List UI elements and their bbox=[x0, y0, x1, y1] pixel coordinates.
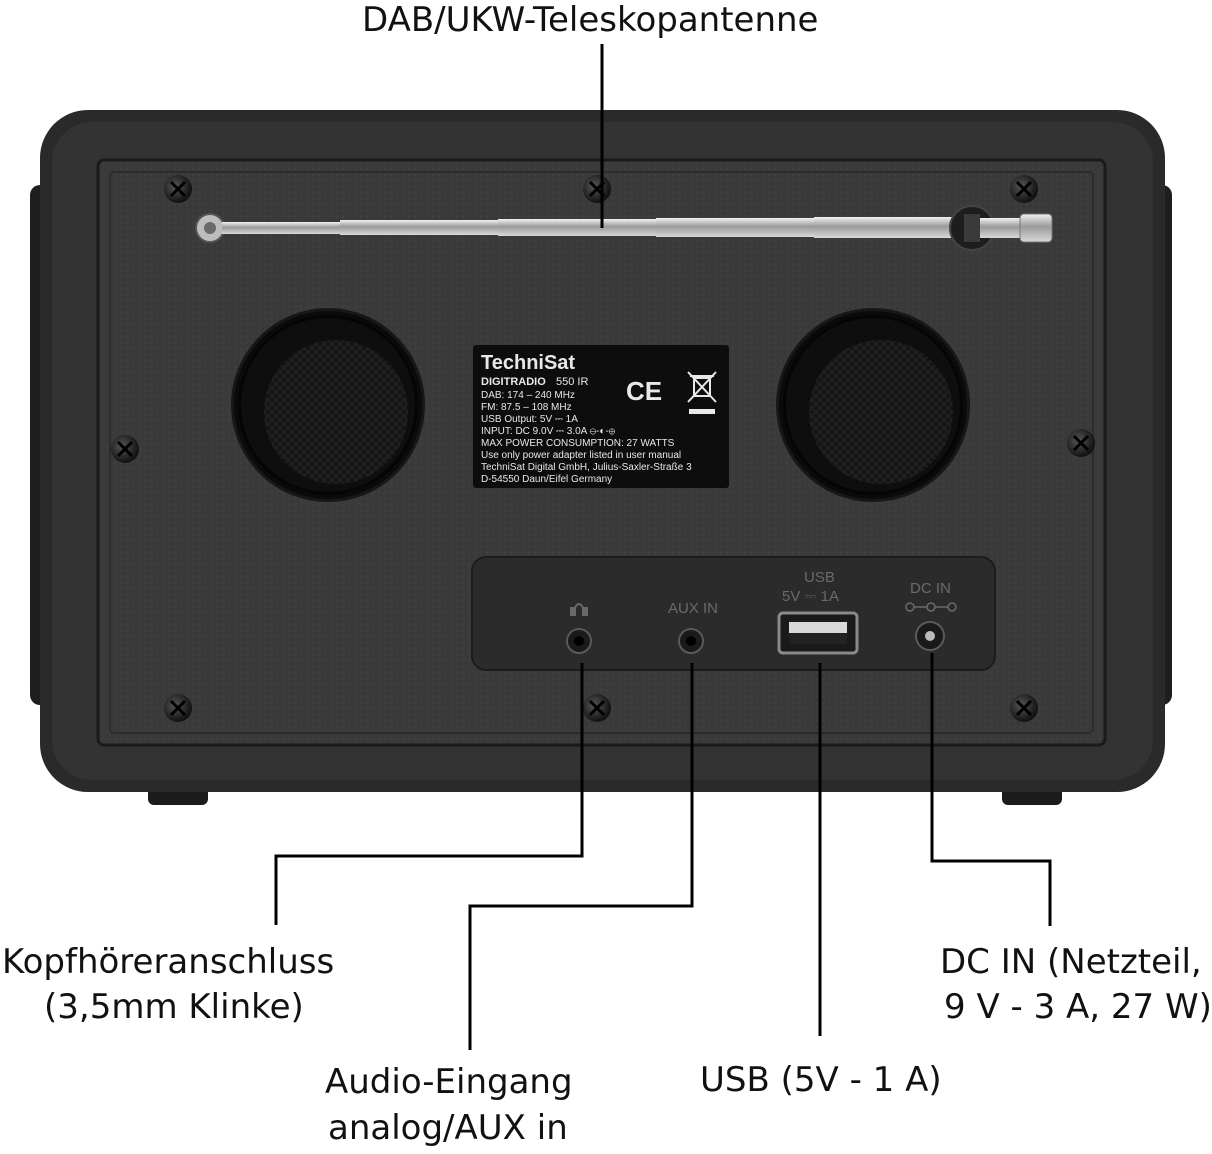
callout-dc-line1: DC IN (Netzteil, bbox=[940, 942, 1202, 982]
dc-in-label: DC IN bbox=[910, 580, 951, 597]
usb-port[interactable] bbox=[777, 611, 859, 655]
leader-line-headphone bbox=[274, 663, 584, 925]
callout-headphone-line2: (3,5mm Klinke) bbox=[44, 987, 304, 1027]
callout-headphone-line1: Kopfhöreranschluss bbox=[2, 942, 335, 982]
model-name: DIGITRADIO bbox=[481, 376, 546, 388]
polarity-icon bbox=[905, 602, 957, 612]
spec-line: Use only power adapter listed in user ma… bbox=[481, 450, 681, 461]
telescopic-antenna[interactable] bbox=[195, 205, 1053, 251]
leader-line-aux bbox=[468, 663, 694, 1050]
port-panel: AUX IN USB 5V ⎓ 1A DC IN bbox=[471, 556, 996, 671]
screw bbox=[1010, 694, 1038, 722]
screw bbox=[583, 694, 611, 722]
callout-dc-line2: 9 V - 3 A, 27 W) bbox=[944, 987, 1212, 1027]
spec-line: MAX POWER CONSUMPTION: 27 WATTS bbox=[481, 438, 675, 449]
callout-antenna: DAB/UKW-Teleskopantenne bbox=[362, 0, 819, 40]
screw bbox=[164, 175, 192, 203]
bass-port-right bbox=[776, 308, 970, 502]
rating-label: TechniSat DIGITRADIO 550 IR DAB: 174 – 2… bbox=[473, 345, 729, 488]
spec-line: USB Output: 5V ⎓ 1A bbox=[481, 414, 578, 425]
leader-lines bbox=[274, 44, 1052, 1050]
usb-rating-label: 5V ⎓ 1A bbox=[782, 588, 839, 605]
screw bbox=[1010, 175, 1038, 203]
crossed-bin-icon bbox=[687, 371, 717, 414]
spec-line: TechniSat Digital GmbH, Julius-Saxler-St… bbox=[481, 462, 692, 473]
callout-aux-line1: Audio-Eingang bbox=[325, 1062, 573, 1102]
brand-logo: TechniSat bbox=[481, 352, 575, 374]
spec-line: D-54550 Daun/Eifel Germany bbox=[481, 474, 612, 485]
screw bbox=[164, 694, 192, 722]
aux-in-jack[interactable] bbox=[678, 628, 704, 654]
spec-line: INPUT: DC 9.0V ⎓ 3.0A ⊖-◐-⊕ bbox=[481, 426, 616, 437]
screw bbox=[1067, 429, 1095, 457]
spec-line: FM: 87.5 – 108 MHz bbox=[481, 402, 572, 413]
bass-port-left bbox=[231, 308, 425, 502]
callout-aux-line2: analog/AUX in bbox=[328, 1108, 568, 1148]
screw bbox=[111, 435, 139, 463]
ce-mark: CE bbox=[626, 376, 662, 406]
aux-in-label: AUX IN bbox=[668, 600, 718, 617]
usb-label: USB bbox=[804, 569, 835, 586]
headphone-jack[interactable] bbox=[566, 628, 592, 654]
headphone-icon bbox=[570, 603, 588, 616]
dc-in-jack[interactable] bbox=[915, 621, 945, 651]
model-suffix: 550 IR bbox=[556, 376, 588, 388]
screw bbox=[583, 175, 611, 203]
callout-usb: USB (5V - 1 A) bbox=[700, 1060, 942, 1100]
leader-line-dc bbox=[930, 653, 1052, 926]
spec-line: DAB: 174 – 240 MHz bbox=[481, 390, 575, 401]
